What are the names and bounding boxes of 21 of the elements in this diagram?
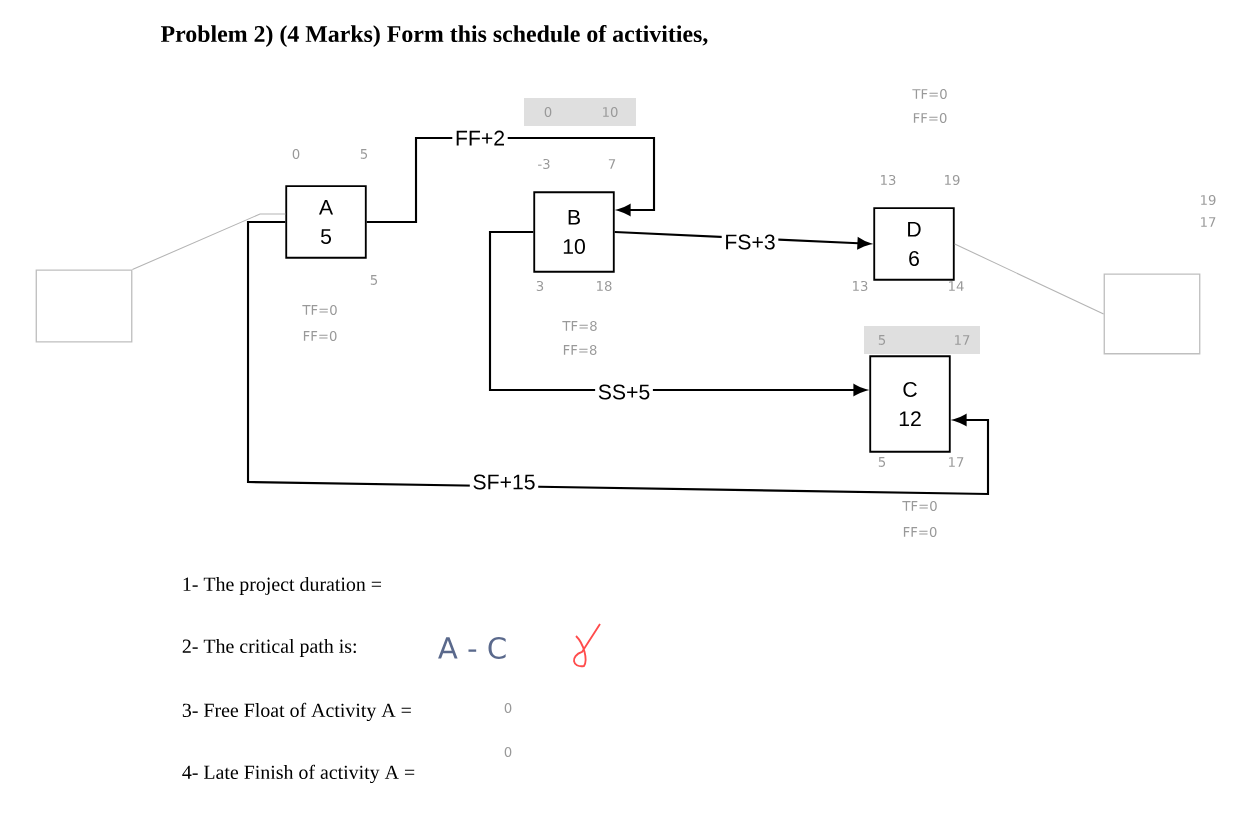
edge-label: FF+2 (452, 127, 508, 149)
activity-box: D 6 (873, 207, 955, 281)
connector-line (131, 213, 286, 271)
handwritten-answer: A - C (438, 636, 506, 659)
arrow (246, 220, 990, 496)
empty-box (1103, 273, 1201, 355)
activity-box: B 10 (533, 191, 615, 273)
title: Problem 2) (4 Marks) Form this schedule of activities, (160, 25, 708, 47)
arrow (488, 230, 867, 396)
activity-box: A 5 (285, 185, 367, 259)
edge-label: SS+5 (595, 381, 653, 403)
edge-label: FS+3 (721, 231, 779, 253)
question-text: 4- Late Finish of activity A = (182, 764, 415, 784)
activity-box: C 12 (869, 355, 951, 453)
question-text: 1- The project duration = (183, 576, 381, 595)
edge-label: SF+15 (469, 471, 539, 493)
connector-line (954, 243, 1105, 315)
empty-box (35, 269, 133, 343)
question-text: 3- Free Float of Activity A = (182, 702, 411, 722)
arrow (366, 136, 656, 224)
question-text: 2- The critical path is: (182, 638, 356, 657)
